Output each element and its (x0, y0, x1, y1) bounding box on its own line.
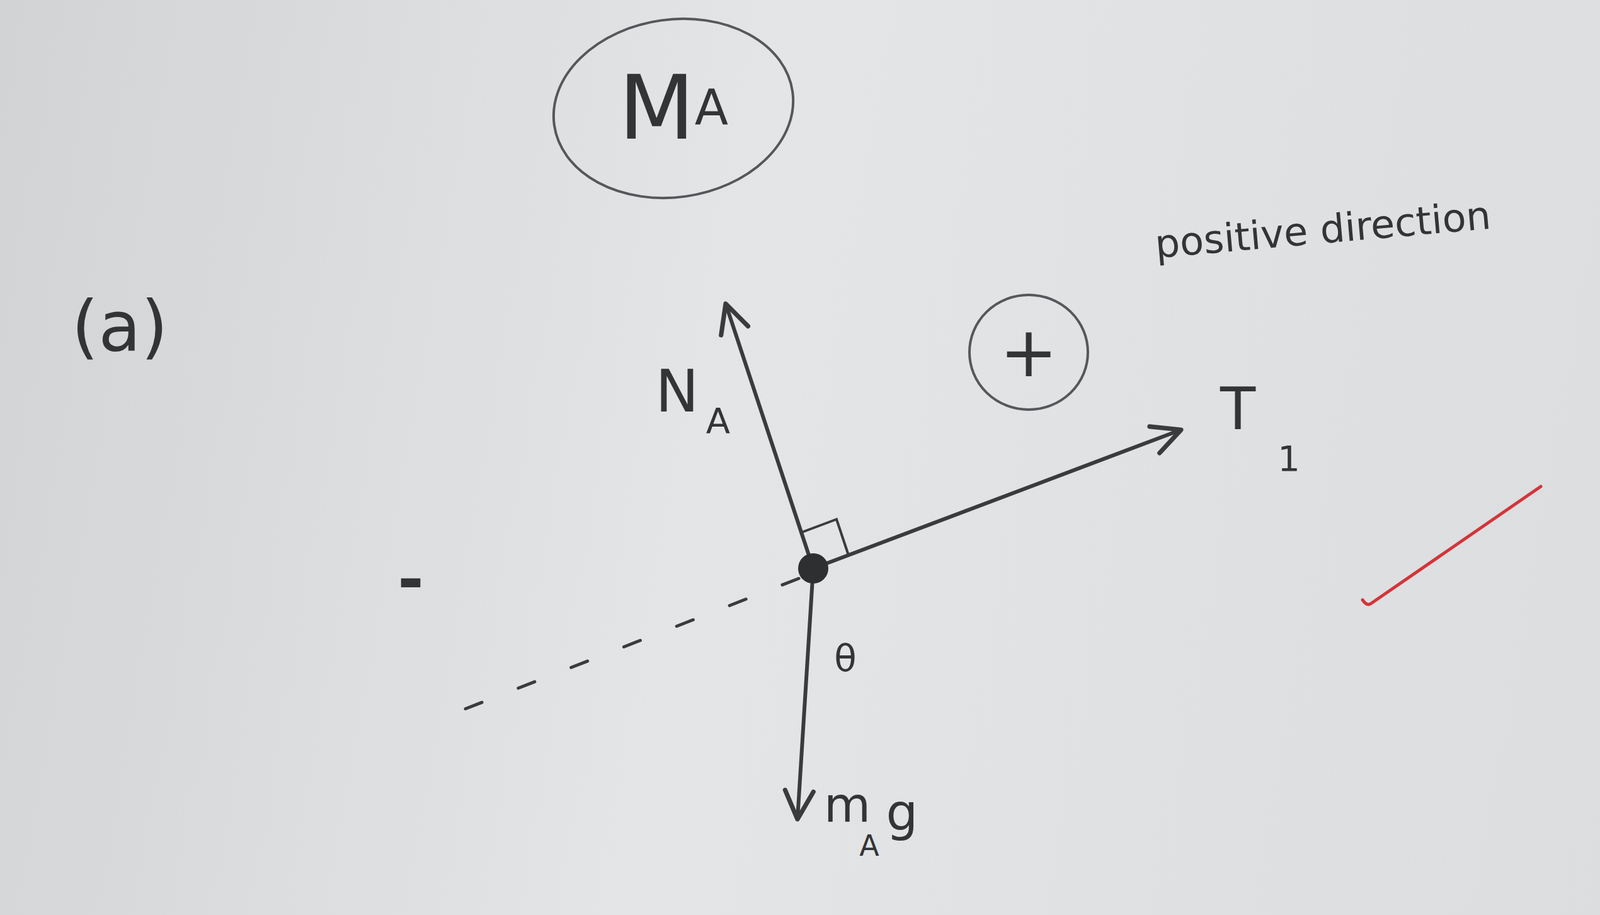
tension-arrow (813, 429, 1182, 569)
part-label: (a) (71, 291, 168, 361)
force-label: T (1220, 380, 1256, 439)
node-text: + (999, 317, 1058, 387)
sign-label: - (397, 548, 424, 612)
circle-outline (541, 3, 806, 213)
check-mark (1362, 486, 1541, 605)
subscript-label: 1 (1277, 440, 1301, 477)
force-label: g (886, 787, 919, 838)
force-label: N (655, 362, 700, 421)
normal-force-arrow (725, 303, 814, 569)
subscript-text: A (694, 83, 729, 133)
subscript-label: A (706, 403, 731, 439)
mass-label-circle: MA (550, 17, 797, 200)
body-dot (798, 553, 829, 584)
force-label: m (823, 781, 871, 829)
weight-arrow (797, 568, 814, 819)
subscript-label: A (859, 830, 879, 860)
sign-circle: + (966, 292, 1091, 412)
direction-note: positive direction (1153, 195, 1493, 264)
angle-label: θ (834, 640, 857, 677)
dashed-guide (440, 578, 799, 719)
circle-outline (969, 294, 1088, 410)
right-angle-mark (801, 519, 849, 555)
node-text: M (618, 64, 695, 153)
